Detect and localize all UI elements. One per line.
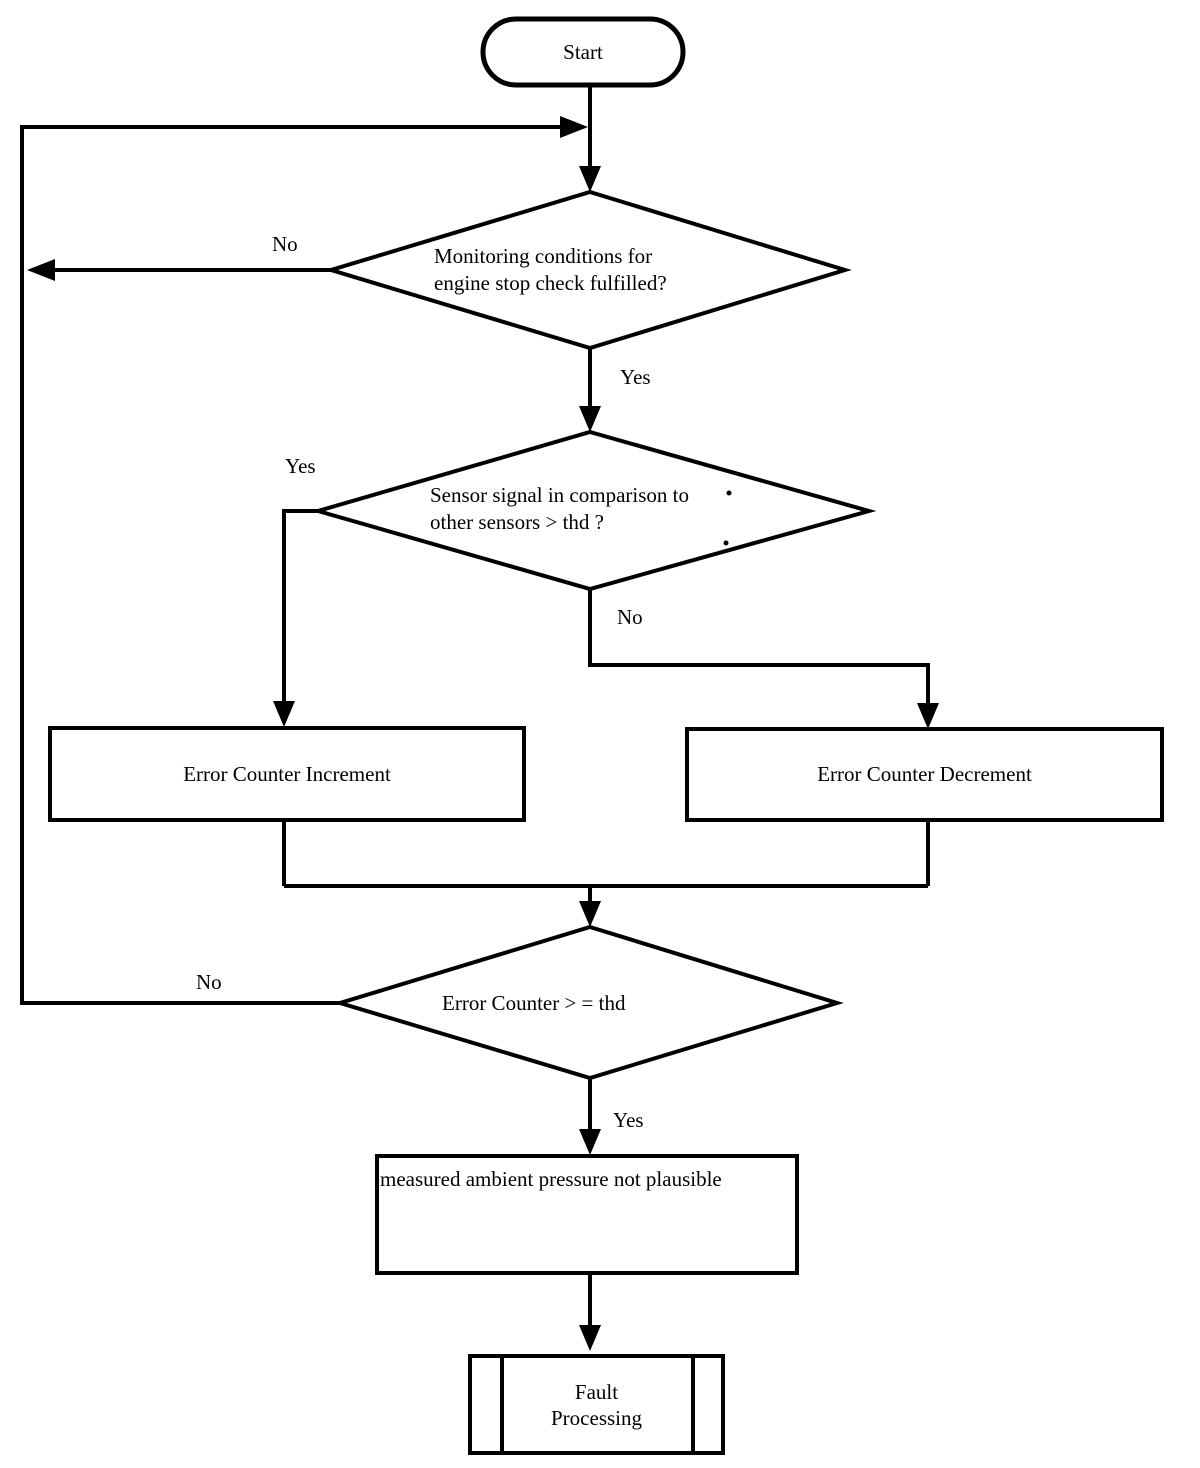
process-plausible bbox=[375, 1154, 799, 1275]
arrowhead-monitoring-no bbox=[27, 259, 55, 281]
arrowhead-into-increment bbox=[273, 701, 295, 727]
arrowhead-into-monitoring bbox=[579, 166, 601, 192]
arrowhead-loop-into-main bbox=[560, 116, 588, 138]
process-increment-label: Error Counter Increment bbox=[183, 761, 391, 786]
arrowhead-into-plausible bbox=[579, 1129, 601, 1155]
start-node bbox=[480, 16, 686, 88]
edge-merge bbox=[282, 820, 930, 905]
arrowhead-into-counter bbox=[579, 901, 601, 927]
decision-monitoring-label: Monitoring conditions for engine stop ch… bbox=[434, 244, 667, 295]
decision-sensor-label: Sensor signal in comparison to other sen… bbox=[430, 483, 689, 534]
arrowhead-into-fault bbox=[579, 1325, 601, 1351]
predefined-fault-label: Fault Processing bbox=[551, 1379, 642, 1430]
edge-label-monitoring-no: No bbox=[272, 232, 298, 256]
edge-label-sensor-yes: Yes bbox=[285, 454, 316, 478]
process-plausible-label: measured ambient pressure not plausible bbox=[380, 1167, 722, 1191]
process-increment bbox=[48, 726, 526, 822]
speck-artifact-2 bbox=[723, 540, 729, 546]
arrowhead-into-sensor bbox=[579, 406, 601, 432]
speck-artifact-1 bbox=[726, 490, 732, 496]
edge-label-monitoring-yes: Yes bbox=[620, 365, 651, 389]
edge-loop-return bbox=[20, 125, 562, 1005]
edge-label-sensor-no: No bbox=[617, 605, 643, 629]
process-decrement-label: Error Counter Decrement bbox=[817, 762, 1032, 786]
predefined-fault bbox=[468, 1354, 725, 1455]
start-label: Start bbox=[563, 39, 603, 64]
edge-label-counter-no: No bbox=[196, 970, 222, 994]
edge-sensor-no bbox=[588, 589, 930, 707]
process-decrement bbox=[685, 727, 1164, 822]
edge-sensor-yes bbox=[282, 509, 318, 705]
decision-counter-label: Error Counter > = thd bbox=[442, 991, 626, 1015]
edge-label-counter-yes: Yes bbox=[613, 1108, 644, 1132]
arrowhead-into-decrement bbox=[917, 703, 939, 729]
